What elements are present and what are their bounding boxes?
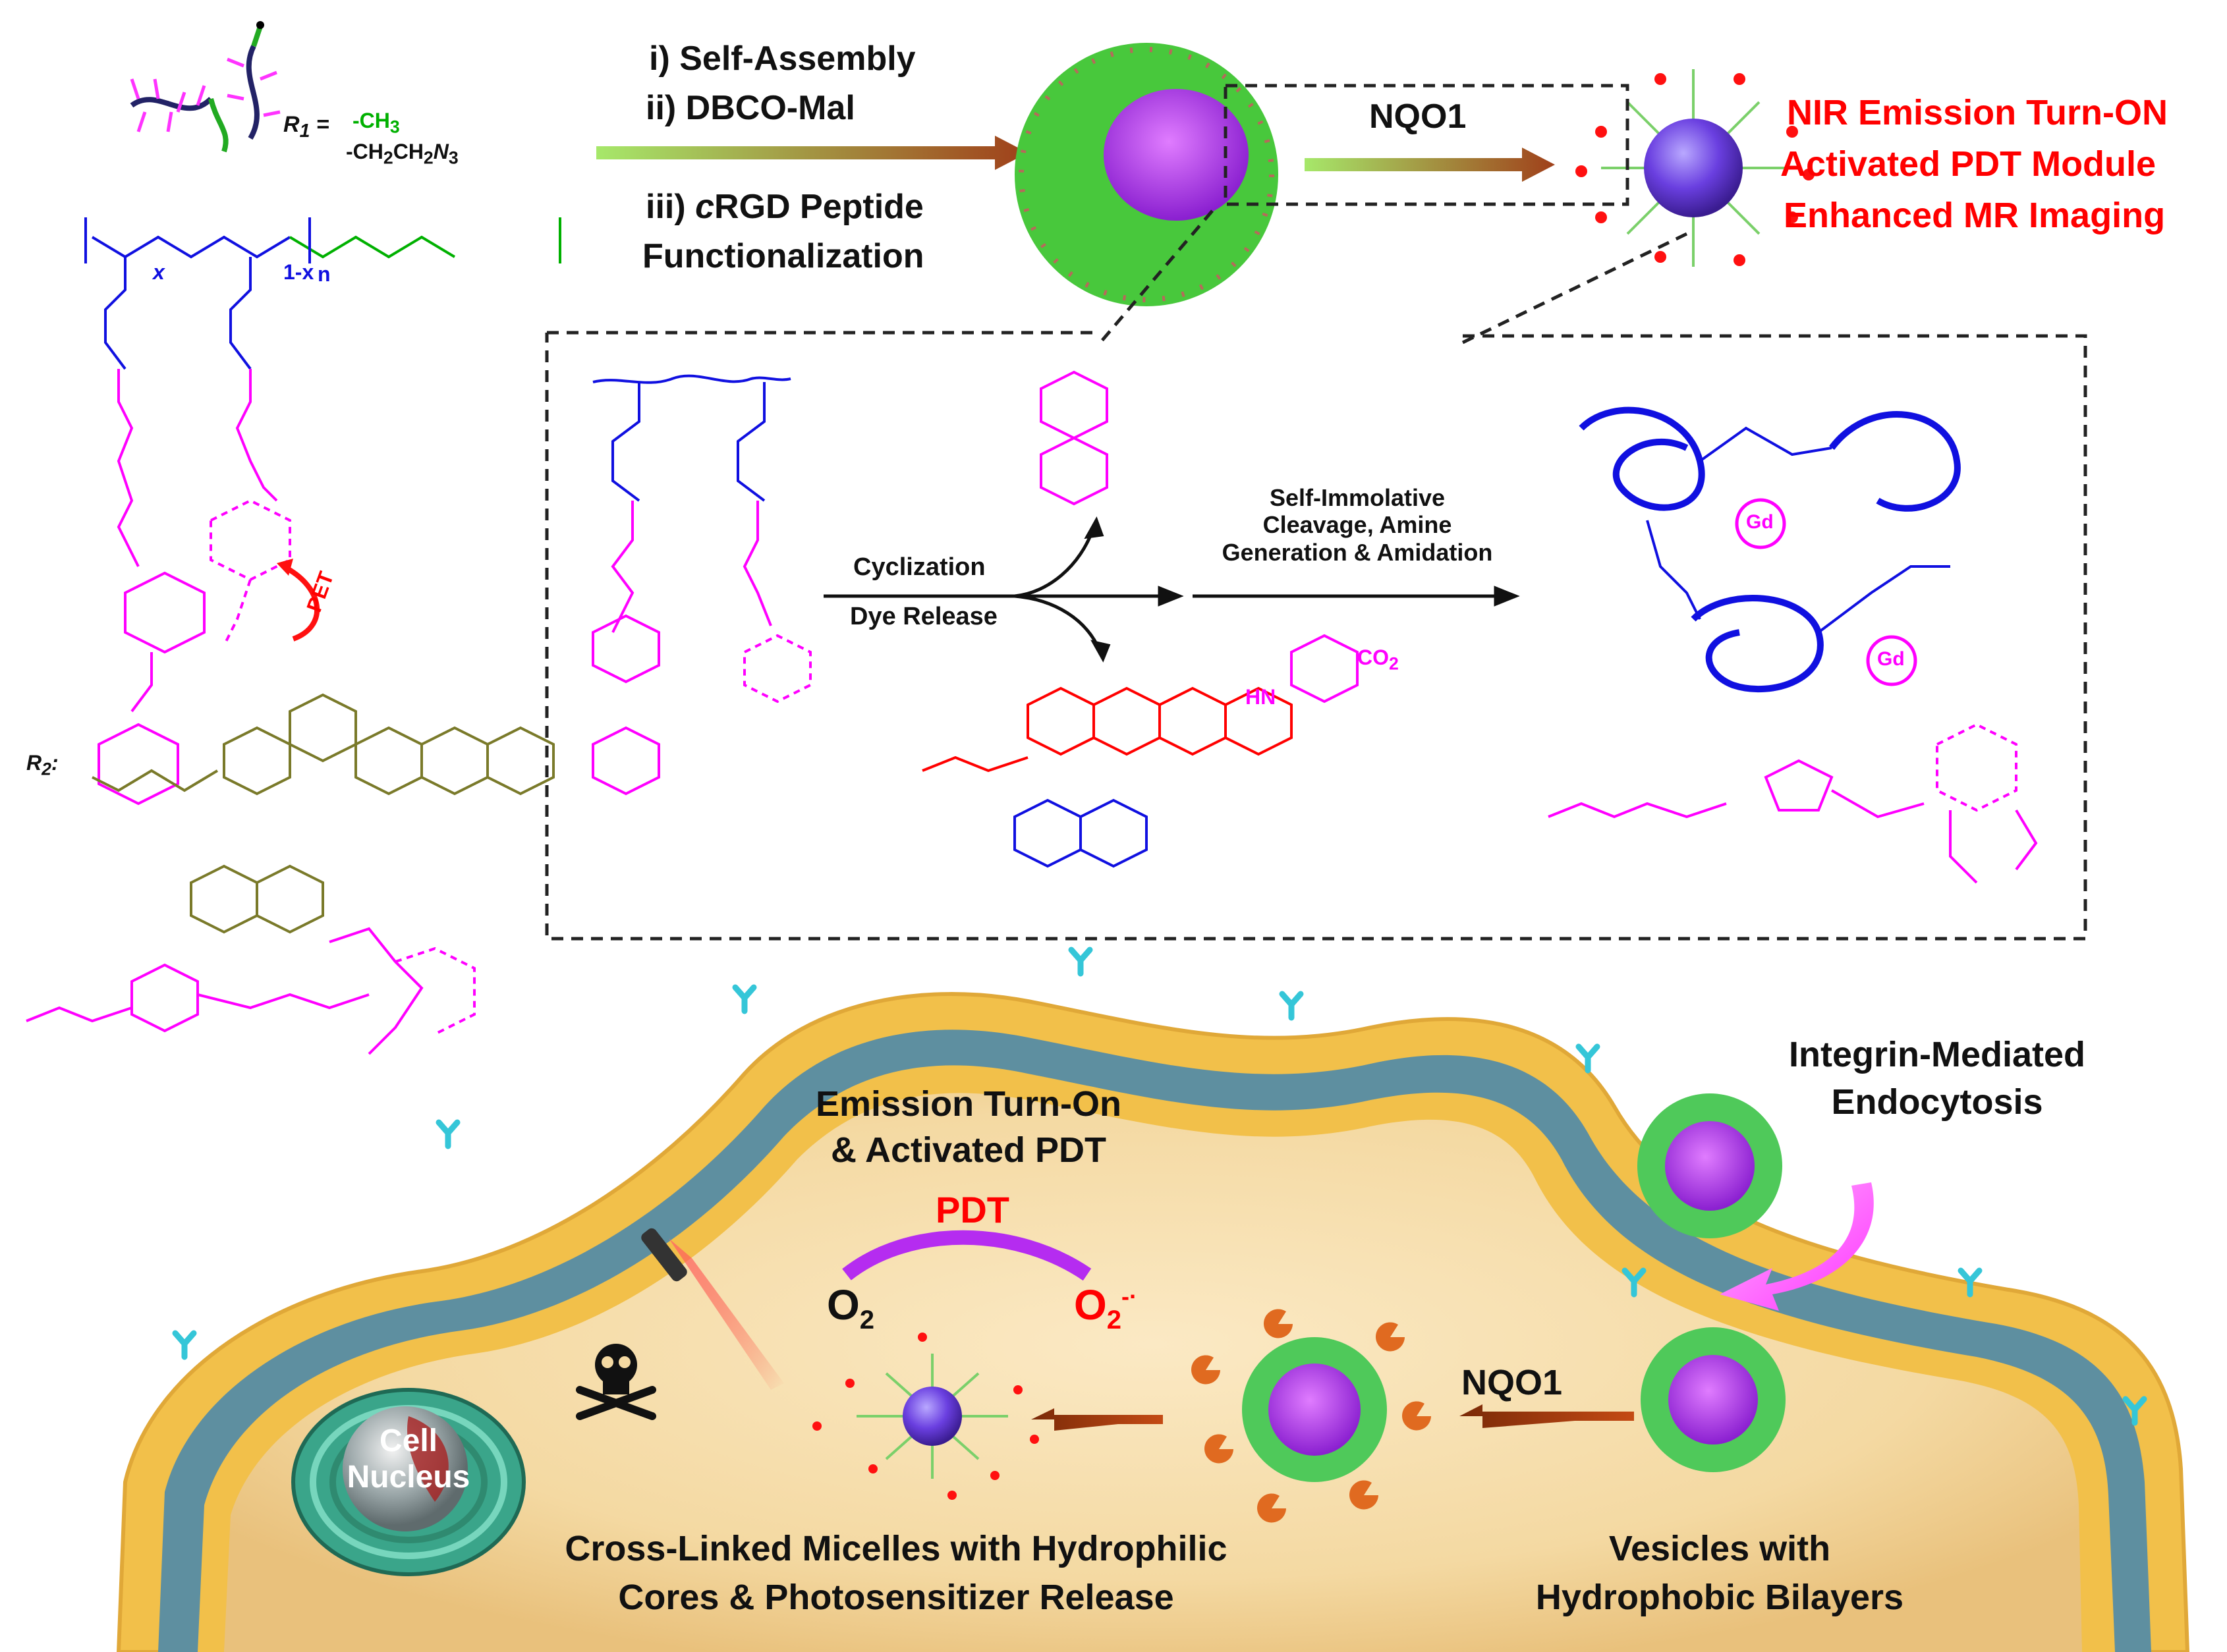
pet-arrow xyxy=(282,564,320,642)
r1-azide-b-sub: 2 xyxy=(423,148,434,168)
label-integrin: Integrin-Mediated Endocytosis xyxy=(1753,1034,2122,1122)
laser-pointer-icon xyxy=(641,1228,784,1390)
nqo1-cell-arrow xyxy=(1459,1404,1634,1428)
nqo1-top-label: NQO1 xyxy=(1369,97,1467,136)
crosslinked-line-2: Cores & Photosensitizer Release xyxy=(618,1578,1174,1618)
step-crgd-prefix: iii) xyxy=(646,188,696,226)
r1-azide-c-sub: 3 xyxy=(448,148,459,168)
vesicle-entering xyxy=(1637,1093,1782,1238)
label-crosslinked-micelles: Cross-Linked Micelles with Hydrophilic C… xyxy=(514,1528,1278,1618)
step-crgd-c: c xyxy=(695,188,715,226)
polymer-x: x xyxy=(153,260,165,284)
outcome-pdt-module: Activated PDT Module xyxy=(1780,144,2157,184)
superoxide-text: O xyxy=(1074,1281,1107,1329)
micelle-large xyxy=(1015,43,1278,306)
crosslinked-micelle-small xyxy=(812,1333,1039,1500)
r1-ch3-sub: 3 xyxy=(389,117,400,137)
step-functionalization: Functionalization xyxy=(642,237,924,275)
polymer-cartoon xyxy=(130,21,281,153)
co2-sub: 2 xyxy=(1389,653,1399,674)
label-self-immolative: Self-Immolative Cleavage, Amine Generati… xyxy=(1206,484,1509,566)
nucleus-illustration xyxy=(291,1388,526,1576)
activated-micelle xyxy=(1191,1309,1431,1523)
step-crgd-rest: RGD Peptide xyxy=(714,188,924,226)
r1-eq: = xyxy=(310,112,329,137)
label-nqo1-cell: NQO1 xyxy=(1461,1363,1563,1402)
co2-text: CO xyxy=(1357,646,1389,669)
r1-option-ch3: -CH3 xyxy=(352,109,400,137)
r1-ch3-text: -CH xyxy=(352,109,390,132)
label-dye-release: Dye Release xyxy=(850,603,998,630)
emission-line-1: Emission Turn-On xyxy=(815,1084,1121,1124)
nucleus-line-1: Cell xyxy=(379,1423,438,1458)
r2-label: R2: xyxy=(26,751,59,779)
polymer-n: n xyxy=(318,262,331,286)
skull-icon xyxy=(576,1344,656,1420)
crosslinked-line-1: Cross-Linked Micelles with Hydrophilic xyxy=(565,1529,1227,1568)
r1-azide-a: -CH xyxy=(346,140,383,163)
assembly-arrow xyxy=(596,136,1028,170)
r1-azide-c: N xyxy=(433,140,449,163)
mechanism-structures xyxy=(592,370,2038,884)
polymer-1-x: 1-x xyxy=(283,260,314,284)
r2-sub: 2 xyxy=(42,759,51,779)
pdt-arc xyxy=(842,1230,1092,1281)
cytoplasm xyxy=(224,1093,2082,1652)
label-vesicles: Vesicles with Hydrophobic Bilayers xyxy=(1515,1528,1924,1618)
o2-text: O xyxy=(827,1281,860,1329)
self-imm-line-1: Self-Immolative xyxy=(1269,484,1446,511)
r2-colon: : xyxy=(51,751,59,775)
r1-azide-a-sub: 2 xyxy=(383,148,393,168)
r1-sub: 1 xyxy=(299,120,310,142)
co2-label: CO2 xyxy=(1357,646,1399,674)
integrin-receptors xyxy=(172,947,2147,1426)
vesicles-line-2: Hydrophobic Bilayers xyxy=(1535,1578,1904,1618)
r1-label: R1 = xyxy=(283,112,329,142)
integrin-line-2: Endocytosis xyxy=(1831,1082,2043,1122)
label-pdt: PDT xyxy=(936,1189,1009,1230)
label-o2: O2 xyxy=(827,1281,874,1335)
gd-badge-1: Gd xyxy=(1746,511,1774,533)
step-self-assembly: i) Self-Assembly xyxy=(649,40,916,78)
label-superoxide: O2-· xyxy=(1074,1281,1137,1335)
vesicles-line-1: Vesicles with xyxy=(1608,1529,1831,1568)
r2-letter: R xyxy=(26,751,42,775)
vesicle-internalized xyxy=(1641,1327,1786,1472)
r1-azide-b: CH xyxy=(393,140,424,163)
outcome-nir-emission: NIR Emission Turn-ON xyxy=(1787,93,2168,132)
micelle-activated xyxy=(1575,69,1815,267)
self-imm-line-2: Cleavage, Amine xyxy=(1262,511,1452,539)
integrin-line-1: Integrin-Mediated xyxy=(1788,1035,2085,1074)
self-imm-line-3: Generation & Amidation xyxy=(1222,538,1493,566)
o2-sub: 2 xyxy=(859,1305,875,1335)
dashed-connectors xyxy=(545,84,2087,941)
nucleus-line-2: Nucleus xyxy=(347,1460,470,1495)
r1-letter: R xyxy=(283,112,300,137)
outcome-mr-imaging: Enhanced MR Imaging xyxy=(1784,196,2166,235)
label-emission-turn-on: Emission Turn-On & Activated PDT xyxy=(764,1084,1173,1170)
label-cell-nucleus: Cell Nucleus xyxy=(343,1423,474,1495)
nqo1-top-arrow xyxy=(1305,148,1555,182)
endocytosis-arrow xyxy=(1720,1182,1874,1311)
polymer-structure xyxy=(84,217,561,806)
release-arrow xyxy=(1031,1408,1163,1431)
step-dbco-mal: ii) DBCO-Mal xyxy=(646,89,855,127)
gd-badges xyxy=(1735,498,1917,686)
mechanism-arrows xyxy=(824,516,1520,663)
step-crgd: iii) cRGD Peptide xyxy=(646,188,924,227)
label-cyclization: Cyclization xyxy=(853,553,986,581)
r1-option-azide: -CH2CH2N3 xyxy=(346,140,459,168)
cell-illustration xyxy=(116,947,2190,1652)
r2-structures xyxy=(26,693,555,1055)
superoxide-sub: 2 xyxy=(1106,1305,1122,1335)
hn-label: HN xyxy=(1245,685,1276,709)
gd-badge-2: Gd xyxy=(1877,648,1905,670)
emission-line-2: & Activated PDT xyxy=(830,1130,1107,1170)
superoxide-sup: -· xyxy=(1121,1282,1138,1310)
